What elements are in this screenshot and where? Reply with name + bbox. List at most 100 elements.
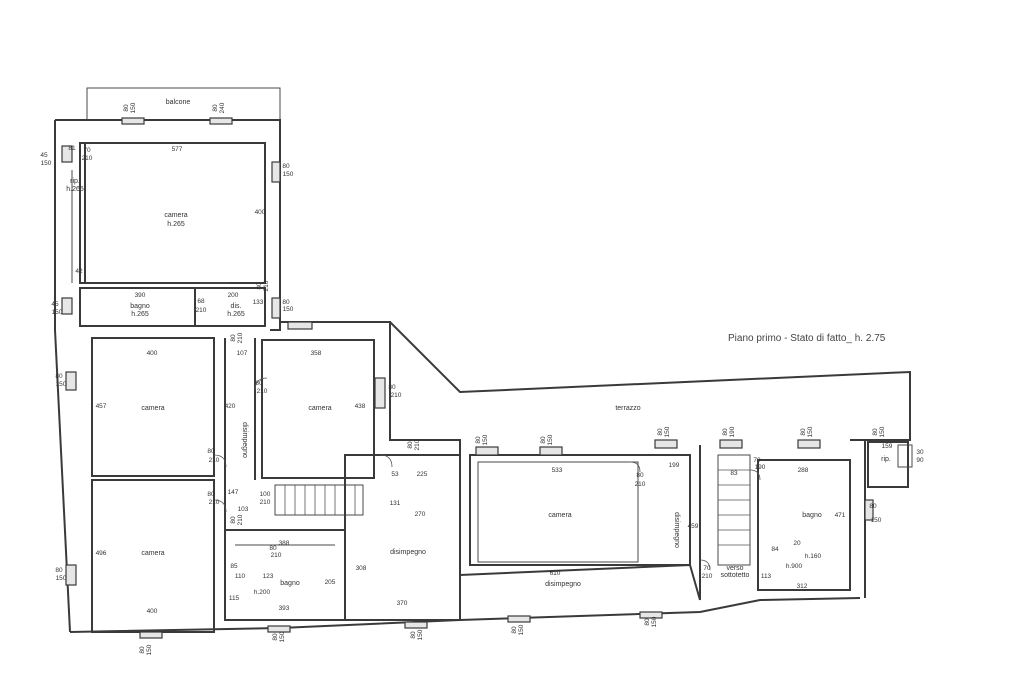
dimension-label: 288 <box>798 467 809 474</box>
room-label: rip. <box>70 178 80 185</box>
camera-left-mid-walls <box>91 337 215 477</box>
dimension-label: 210 <box>635 481 646 488</box>
dimension-label: 81 <box>68 145 76 152</box>
dimension-label: 103 <box>238 506 249 513</box>
dimension-label: 113 <box>761 573 772 580</box>
dimension-label: 577 <box>172 146 183 153</box>
window-tag-width: 80 <box>407 441 414 449</box>
dimension-label: 80 <box>55 567 63 574</box>
window-tag-width: 80 <box>123 104 130 112</box>
window-tag-height: 210 <box>237 514 244 525</box>
window-tag-height: 150 <box>807 426 814 437</box>
room-label: bagno <box>280 580 300 587</box>
window-tag-height: 210 <box>263 280 270 291</box>
window-tag-height: 150 <box>417 629 424 640</box>
dimension-label: 457 <box>96 403 107 410</box>
dimension-label: 210 <box>209 457 220 464</box>
camera-right-inner <box>477 461 639 563</box>
window-tag-width: 80 <box>722 428 729 436</box>
dimension-label: 83 <box>730 470 738 477</box>
dimension-label: 80 <box>282 163 290 170</box>
dimension-label: 210 <box>196 307 207 314</box>
window-tag-height: 150 <box>518 624 525 635</box>
room-label: h.265 <box>66 186 84 193</box>
room-label: bagno <box>130 303 150 310</box>
window-tag-width: 80 <box>230 334 237 342</box>
dimension-label: 210 <box>391 392 402 399</box>
dimension-label: 80 <box>636 472 644 479</box>
dimension-label: 438 <box>355 403 366 410</box>
dimension-label: 147 <box>228 489 239 496</box>
dimension-label: 150 <box>56 575 67 582</box>
room-label: camera <box>548 512 571 519</box>
window-tag-height: 240 <box>219 102 226 113</box>
dimension-label: h.900 <box>786 563 803 570</box>
dimension-label: h.200 <box>254 589 271 596</box>
dimension-label: 210 <box>257 388 268 395</box>
room-label: balcone <box>166 99 191 106</box>
dimension-label: 80 <box>255 380 263 387</box>
dimension-label: 80 <box>207 491 215 498</box>
camera-center-walls <box>261 339 375 479</box>
dimension-label: 80 <box>55 373 63 380</box>
window-tag-width: 80 <box>212 104 219 112</box>
window-tag-height: 190 <box>729 426 736 437</box>
dimension-label: 358 <box>311 350 322 357</box>
window-tag-width: 80 <box>139 646 146 654</box>
window-tag-width: 80 <box>272 633 279 641</box>
dimension-label: 150 <box>56 381 67 388</box>
bagno-right-outer <box>850 439 866 598</box>
bagno-right-walls <box>757 459 851 591</box>
room-label: camera <box>141 550 164 557</box>
window-tag-height: 210 <box>237 332 244 343</box>
window-tag-width: 80 <box>800 428 807 436</box>
room-label: terrazzo <box>615 405 640 412</box>
room-label: camera <box>308 405 331 412</box>
window-tag-height: 150 <box>651 616 658 627</box>
dimension-label: 150 <box>41 160 52 167</box>
dimension-label: 388 <box>279 540 290 547</box>
dimension-label: 20 <box>793 540 801 547</box>
dimension-label: 42 <box>75 268 83 275</box>
window-tag-height: 150 <box>146 644 153 655</box>
dimension-label: 370 <box>397 600 408 607</box>
room-label-vertical: disimpegno <box>241 422 248 458</box>
room-label: h.265 <box>227 311 245 318</box>
dimension-label: 225 <box>417 471 428 478</box>
disimpegno-center-walls <box>344 454 461 621</box>
dimension-label: 80 <box>869 503 877 510</box>
dimension-label: 107 <box>237 350 248 357</box>
window-tag-width: 80 <box>644 618 651 626</box>
window-tag-width: 80 <box>230 516 237 524</box>
dimension-label: 45 <box>51 301 59 308</box>
plan-title: Piano primo - Stato di fatto_ h. 2.75 <box>728 333 886 344</box>
dimension-label: 133 <box>253 299 264 306</box>
window-tag-width: 80 <box>256 282 263 290</box>
window-tag-width: 80 <box>872 428 879 436</box>
dimension-label: 400 <box>255 209 266 216</box>
room-label: camera <box>141 405 164 412</box>
dimension-label: 459 <box>688 523 699 530</box>
dimension-label: 393 <box>279 605 290 612</box>
room-label-vertical: sottotetto <box>721 572 750 579</box>
dimension-label: 390 <box>135 292 146 299</box>
dimension-label: 85 <box>230 563 238 570</box>
room-label: disimpegno <box>545 581 581 588</box>
dimension-label: 610 <box>550 570 561 577</box>
stair-sottotetto <box>717 454 751 566</box>
dimension-label: 210 <box>271 552 282 559</box>
dimension-label: 496 <box>96 550 107 557</box>
rip-right-window <box>897 444 913 468</box>
top-camera-walls <box>79 142 266 284</box>
room-label: rip. <box>881 456 891 463</box>
door-swings <box>213 377 761 571</box>
dimension-label: 110 <box>235 573 246 580</box>
dimension-label: 150 <box>871 517 882 524</box>
dimension-label: 400 <box>147 608 158 615</box>
right-wing-link-wall <box>280 321 461 620</box>
bagno-dis-row <box>79 287 266 327</box>
dimension-label: 53 <box>391 471 399 478</box>
dimension-label: 159 <box>882 443 893 450</box>
